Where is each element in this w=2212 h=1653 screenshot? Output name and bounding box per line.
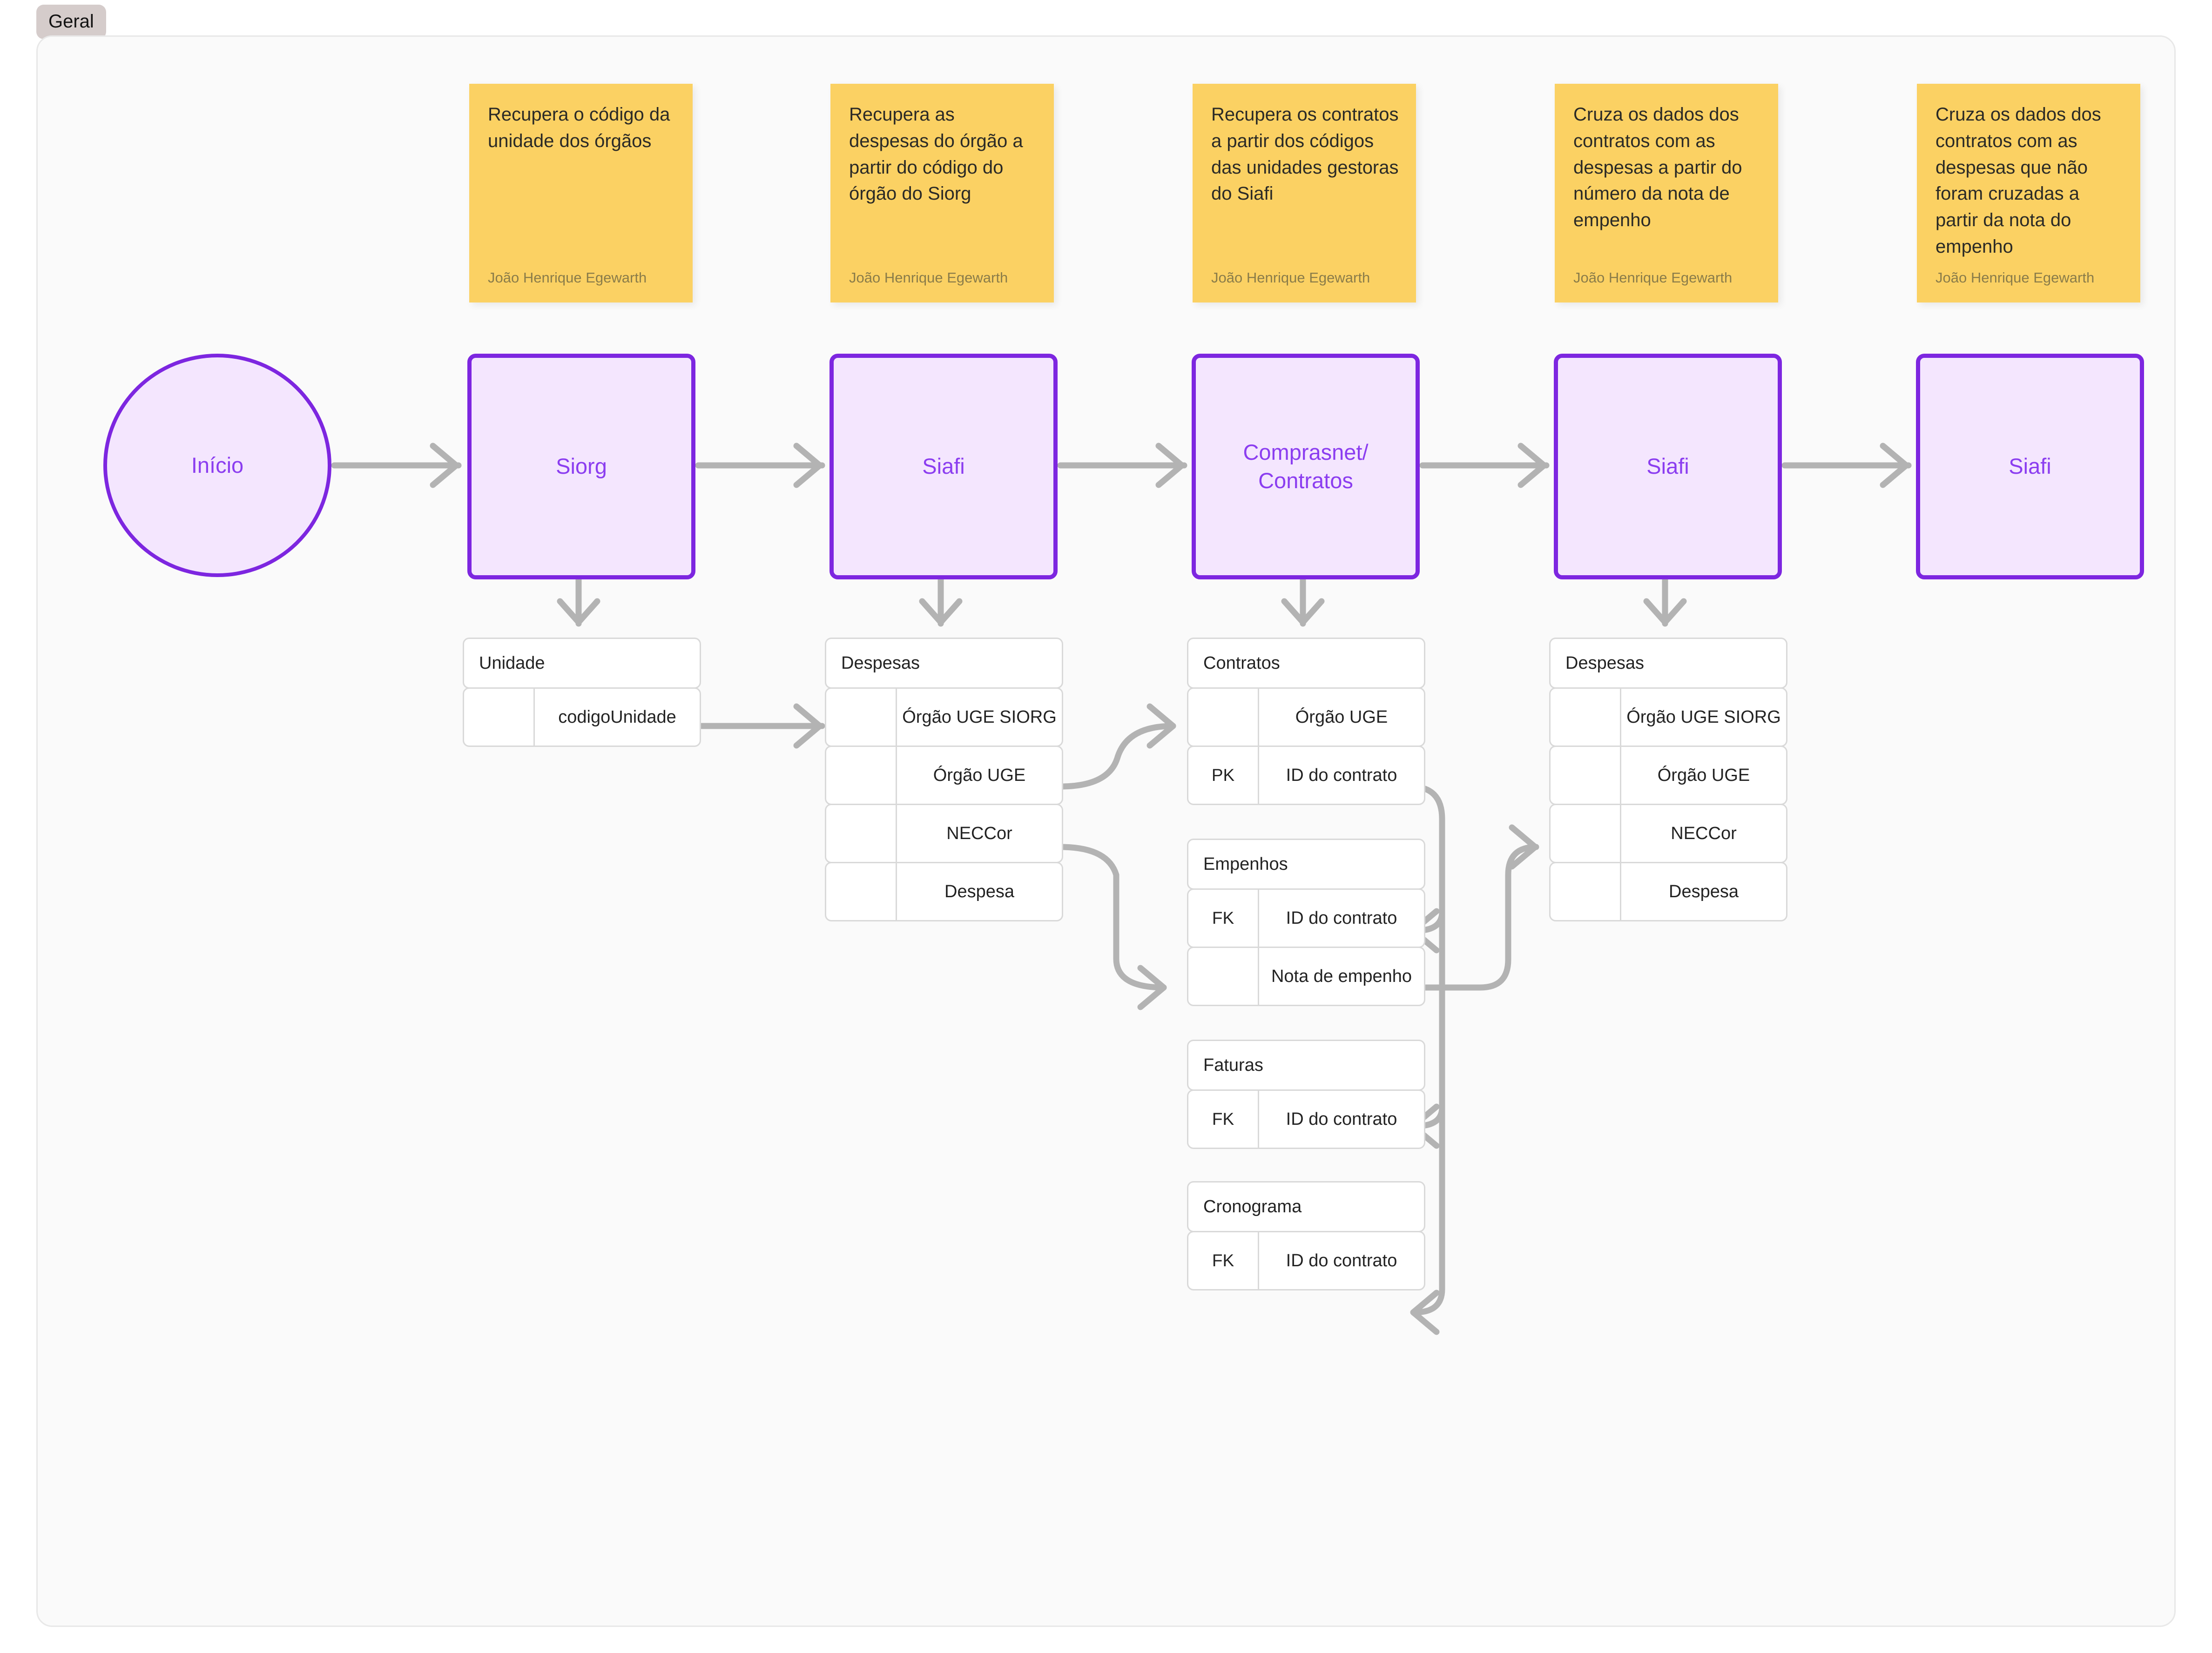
- entity-row[interactable]: Órgão UGE SIORG: [825, 687, 1063, 747]
- entity-title: Empenhos: [1187, 839, 1425, 890]
- entity-row[interactable]: Órgão UGE: [825, 746, 1063, 805]
- sticky-note-text: Cruza os dados dos contratos com as desp…: [1936, 104, 2101, 257]
- flow-node-inicio[interactable]: Início: [103, 354, 331, 577]
- entity-row-key: [1188, 689, 1259, 746]
- entity-row-key: [464, 689, 535, 746]
- flow-node-label: Comprasnet/ Contratos: [1243, 440, 1369, 493]
- entity-row-value: Despesa: [1669, 881, 1739, 901]
- entity-row[interactable]: codigoUnidade: [463, 687, 701, 747]
- entity-row-key: [1551, 805, 1621, 862]
- sticky-note-author: João Henrique Egewarth: [1936, 269, 2095, 286]
- entity-row-key: FK: [1188, 1091, 1259, 1148]
- entity-title: Faturas: [1187, 1040, 1425, 1091]
- entity-cronograma: Cronograma FK ID do contrato: [1187, 1181, 1425, 1290]
- entity-row-value: ID do contrato: [1286, 908, 1397, 928]
- entity-row[interactable]: PK ID do contrato: [1187, 746, 1425, 805]
- sticky-note[interactable]: Recupera as despesas do órgão a partir d…: [830, 84, 1054, 302]
- sticky-note[interactable]: Cruza os dados dos contratos com as desp…: [1555, 84, 1778, 302]
- sticky-note[interactable]: Recupera os contratos a partir dos códig…: [1193, 84, 1416, 302]
- entity-row-value: ID do contrato: [1286, 765, 1397, 785]
- entity-row[interactable]: Nota de empenho: [1187, 947, 1425, 1006]
- entity-title: Despesas: [825, 638, 1063, 689]
- entity-row[interactable]: Órgão UGE: [1549, 746, 1787, 805]
- entity-row-value: Órgão UGE: [1295, 707, 1388, 727]
- sticky-note-text: Recupera as despesas do órgão a partir d…: [849, 104, 1023, 204]
- canvas-frame: [36, 35, 2176, 1627]
- entity-row-value: NECCor: [1671, 823, 1737, 843]
- flow-node-siafi-despesas[interactable]: Siafi: [830, 354, 1058, 579]
- entity-despesas-siafi: Despesas Órgão UGE SIORG Órgão UGE NECCo…: [825, 638, 1063, 921]
- entity-row-key: [1551, 689, 1621, 746]
- entity-row-key: [1551, 863, 1621, 920]
- entity-contratos: Contratos Órgão UGE PK ID do contrato: [1187, 638, 1425, 805]
- entity-row-key: [1551, 747, 1621, 804]
- entity-row-key: [1188, 948, 1259, 1005]
- flow-node-siorg[interactable]: Siorg: [467, 354, 695, 579]
- entity-row-key: FK: [1188, 890, 1259, 947]
- flow-node-siafi-final[interactable]: Siafi: [1916, 354, 2144, 579]
- entity-row-key: PK: [1188, 747, 1259, 804]
- sticky-note-text: Recupera os contratos a partir dos códig…: [1211, 104, 1399, 204]
- entity-title: Despesas: [1549, 638, 1787, 689]
- entity-row-key: FK: [1188, 1232, 1259, 1289]
- entity-row[interactable]: Órgão UGE: [1187, 687, 1425, 747]
- entity-row[interactable]: Despesa: [825, 862, 1063, 921]
- entity-row-key: [826, 863, 897, 920]
- entity-faturas: Faturas FK ID do contrato: [1187, 1040, 1425, 1149]
- entity-title: Cronograma: [1187, 1181, 1425, 1232]
- entity-row-value: codigoUnidade: [558, 707, 676, 727]
- entity-empenhos: Empenhos FK ID do contrato Nota de empen…: [1187, 839, 1425, 1006]
- entity-title: Contratos: [1187, 638, 1425, 689]
- flow-node-siafi-cruzamento[interactable]: Siafi: [1554, 354, 1782, 579]
- entity-row[interactable]: FK ID do contrato: [1187, 1231, 1425, 1290]
- entity-row-value: Órgão UGE: [933, 765, 1026, 785]
- entity-unidade: Unidade codigoUnidade: [463, 638, 701, 747]
- entity-row-key: [826, 689, 897, 746]
- entity-row-key: [826, 805, 897, 862]
- sticky-note-author: João Henrique Egewarth: [1211, 269, 1370, 286]
- flow-node-label: Siafi: [922, 454, 965, 479]
- sticky-note-text: Cruza os dados dos contratos com as desp…: [1573, 104, 1742, 231]
- sticky-note-author: João Henrique Egewarth: [849, 269, 1008, 286]
- entity-row[interactable]: NECCor: [1549, 804, 1787, 863]
- flow-node-label: Siorg: [556, 454, 607, 479]
- flow-node-label: Siafi: [2009, 454, 2051, 479]
- entity-despesas-cruzadas: Despesas Órgão UGE SIORG Órgão UGE NECCo…: [1549, 638, 1787, 921]
- tab-geral[interactable]: Geral: [36, 5, 106, 39]
- entity-row[interactable]: FK ID do contrato: [1187, 888, 1425, 948]
- entity-row-value: NECCor: [946, 823, 1012, 843]
- sticky-note-text: Recupera o código da unidade dos órgãos: [488, 104, 670, 151]
- flow-node-comprasnet-contratos[interactable]: Comprasnet/ Contratos: [1192, 354, 1420, 579]
- entity-row[interactable]: Despesa: [1549, 862, 1787, 921]
- entity-row-value: Órgão UGE SIORG: [1626, 707, 1781, 727]
- sticky-note-author: João Henrique Egewarth: [488, 269, 647, 286]
- entity-row[interactable]: Órgão UGE SIORG: [1549, 687, 1787, 747]
- flow-node-label: Início: [191, 452, 244, 477]
- entity-row-value: ID do contrato: [1286, 1109, 1397, 1129]
- entity-title: Unidade: [463, 638, 701, 689]
- entity-row-value: Despesa: [944, 881, 1014, 901]
- sticky-note[interactable]: Cruza os dados dos contratos com as desp…: [1917, 84, 2140, 302]
- sticky-note[interactable]: Recupera o código da unidade dos órgãos …: [469, 84, 693, 302]
- entity-row[interactable]: NECCor: [825, 804, 1063, 863]
- flow-node-label: Siafi: [1646, 454, 1689, 479]
- entity-row-value: Órgão UGE SIORG: [902, 707, 1057, 727]
- entity-row-value: Nota de empenho: [1271, 966, 1412, 986]
- sticky-note-author: João Henrique Egewarth: [1573, 269, 1733, 286]
- entity-row-value: ID do contrato: [1286, 1250, 1397, 1270]
- entity-row-value: Órgão UGE: [1657, 765, 1750, 785]
- entity-row[interactable]: FK ID do contrato: [1187, 1089, 1425, 1149]
- entity-row-key: [826, 747, 897, 804]
